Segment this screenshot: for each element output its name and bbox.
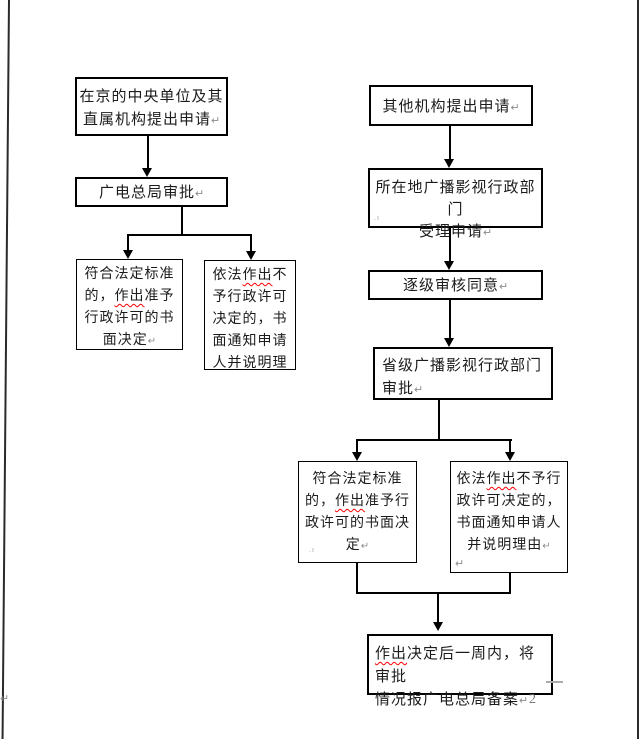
connector-l2-grant-drop: [127, 234, 129, 251]
box-report-to-sarft: 作出决定后一周内，将审批情况报广电总局备案↵: [367, 634, 553, 708]
connector-r4-deny-drop: [509, 439, 511, 454]
grant-decision-right-text: 符合法定标准的，作出准予行政许可的书面决定↵: [305, 470, 410, 552]
connector-r4-riser: [438, 400, 440, 441]
deny-decision-right-text: 依法作出不予行政许可决定的，书面通知申请人并说明理由↵: [456, 470, 562, 552]
arrowhead-r4-deny: [505, 452, 515, 461]
paragraph-mark: ↵: [498, 281, 509, 293]
paragraph-mark: ↵: [360, 541, 370, 552]
paragraph-mark: ↵: [542, 541, 551, 552]
paragraph-mark: ↵: [147, 336, 157, 347]
connector-deny-merge: [509, 573, 511, 594]
local-dept-accept-text: 所在地广播影视行政部门受理申请↵: [375, 179, 536, 240]
arrowhead-l2-grant: [123, 250, 133, 259]
paragraph-mark: ↵: [414, 384, 424, 396]
page-margin-dash: [546, 681, 563, 683]
paragraph-mark: ↵: [0, 693, 10, 705]
connector-l2-branch: [127, 234, 252, 236]
paragraph-mark: ↵: [210, 115, 221, 127]
box-provincial-approval: 省级广播影视行政部门审批↵: [373, 347, 553, 400]
arrowhead-r4-grant: [352, 452, 362, 461]
arrowhead-r2-r3: [444, 261, 454, 270]
box-beijing-central-apply: 在京的中央单位及其直属机构提出申请↵: [75, 77, 228, 136]
arrowhead-r3-r4: [444, 338, 454, 347]
connector-r4-branch: [356, 439, 512, 441]
connector-merge-riser: [437, 592, 439, 623]
connector-l1-l2: [147, 136, 149, 170]
page-number: 2: [529, 692, 536, 707]
paragraph-mark: ↵: [482, 227, 493, 239]
stray-mark: .ı: [309, 547, 315, 554]
box-level-by-level-review: 逐级审核同意↵: [368, 270, 543, 300]
box-grant-decision-right: 符合法定标准的，作出准予行政许可的书面决定↵ .ı: [298, 461, 417, 563]
connector-l2-deny-drop: [250, 234, 252, 252]
paragraph-mark: ↵: [519, 695, 529, 707]
connector-r2-r3: [449, 228, 451, 263]
box-deny-decision-left: 依法作出不予行政许可决定的，书面通知申请人并说明理: [204, 260, 296, 370]
connector-merge-bar: [356, 592, 511, 594]
paragraph-mark: ↵: [510, 102, 520, 114]
stray-mark: .ı: [374, 215, 380, 222]
connector-r3-r4: [449, 300, 451, 338]
box-local-dept-accept: 所在地广播影视行政部门受理申请↵ .ı: [368, 168, 543, 240]
connector-r1-r2: [449, 126, 451, 161]
connector-r4-grant-drop: [356, 439, 358, 454]
box-grant-decision-left: 符合法定标准的，作出准予行政许可的书面决定↵: [76, 259, 183, 350]
box-deny-decision-right: 依法作出不予行政许可决定的，书面通知申请人并说明理由↵ ↵: [450, 461, 568, 573]
arrowhead-l1-l2: [142, 168, 152, 177]
page-right-border-line: [637, 0, 639, 739]
arrowhead-r1-r2: [444, 159, 454, 168]
box-other-orgs-apply: 其他机构提出申请↵: [369, 85, 533, 126]
arrowhead-merge-report: [433, 622, 443, 631]
connector-grant-merge: [356, 563, 358, 594]
box-sarft-approval: 广电总局审批↵: [75, 177, 228, 207]
paragraph-mark: ↵: [194, 188, 205, 200]
connector-l2-riser: [181, 206, 183, 235]
paragraph-mark: ↵: [455, 558, 466, 570]
page-left-border-line: [1, 0, 10, 739]
arrowhead-l2-deny: [246, 251, 256, 260]
